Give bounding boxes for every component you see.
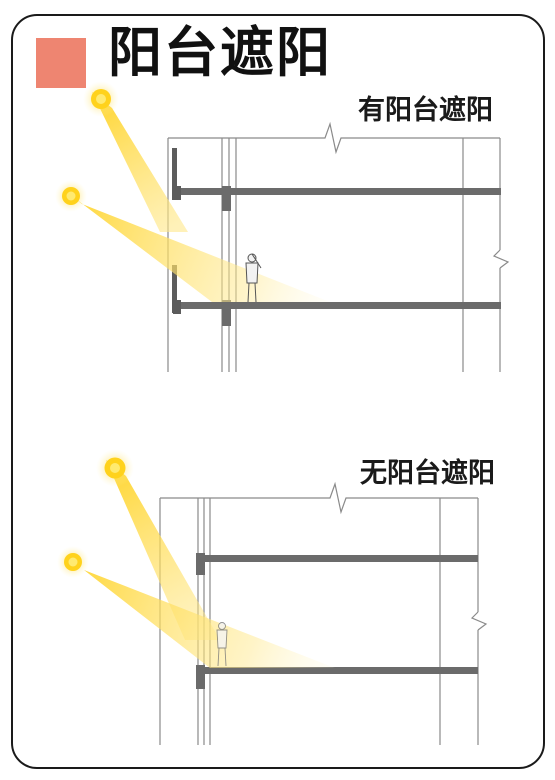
sun-beam-upper bbox=[92, 92, 188, 232]
sun-icon bbox=[96, 449, 134, 487]
sun-icon bbox=[83, 81, 119, 117]
diagram-card bbox=[11, 14, 545, 769]
sun-icon bbox=[57, 546, 89, 578]
with-shade-section bbox=[55, 81, 510, 372]
sun-beam-lower bbox=[64, 190, 330, 302]
sun-icon bbox=[55, 180, 87, 212]
sun-beam-lower bbox=[66, 556, 335, 668]
person-figure bbox=[245, 253, 262, 303]
bottom-walls bbox=[159, 481, 488, 745]
without-shade-label: 无阳台遮阳 bbox=[360, 458, 495, 489]
bottom-floor-slabs bbox=[196, 553, 478, 689]
top-walls bbox=[167, 121, 510, 372]
sun-beam-upper bbox=[106, 460, 220, 640]
person-figure bbox=[216, 622, 228, 667]
with-shade-label: 有阳台遮阳 bbox=[358, 95, 493, 126]
without-shade-section bbox=[57, 449, 488, 745]
title-accent-square bbox=[36, 38, 86, 88]
page-title: 阳台遮阳 bbox=[108, 21, 332, 84]
balcony-shade-fins bbox=[172, 148, 181, 314]
top-floor-slabs bbox=[176, 186, 501, 326]
